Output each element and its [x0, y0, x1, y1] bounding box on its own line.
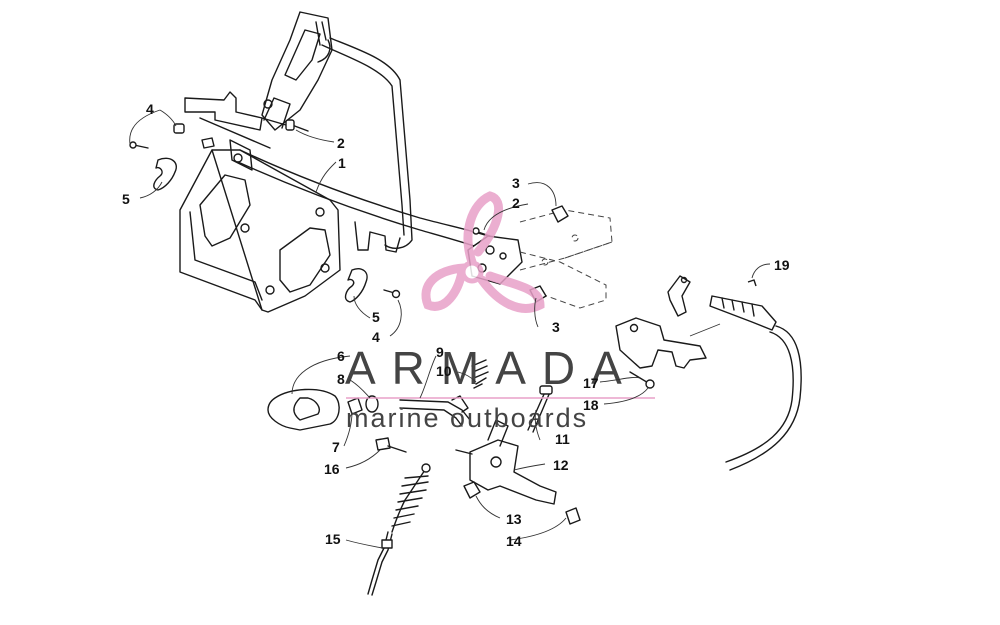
brand-wordmark: ARMADA: [345, 342, 638, 394]
callout-9: 9: [436, 344, 444, 360]
armada-logo: [421, 191, 545, 313]
hardware-lower: [344, 268, 401, 303]
callout-8: 8: [337, 371, 345, 387]
callout-4-upper: 4: [146, 101, 154, 117]
callout-14: 14: [506, 533, 522, 549]
callout-7: 7: [332, 439, 340, 455]
callout-16: 16: [324, 461, 340, 477]
callout-11: 11: [555, 431, 570, 447]
leader-lines: [129, 109, 771, 549]
callout-18: 18: [583, 397, 599, 413]
shift-bracket-assembly: [615, 275, 802, 471]
brand-tagline: marine outboards: [346, 403, 588, 433]
callout-15: 15: [325, 531, 341, 547]
callout-6: 6: [337, 348, 345, 364]
callout-1: 1: [338, 155, 346, 171]
callout-5-upper: 5: [122, 191, 130, 207]
callout-5-lower: 5: [372, 309, 380, 325]
callout-4-lower: 4: [372, 329, 380, 345]
callout-17: 17: [583, 375, 599, 391]
callout-13: 13: [506, 511, 522, 527]
chassis-reference-outline: [519, 209, 613, 309]
callout-2-left: 2: [337, 135, 345, 151]
callout-12: 12: [553, 457, 569, 473]
callout-3-lower: 3: [552, 319, 560, 335]
callout-2-right: 2: [512, 195, 520, 211]
callout-labels: 1 2 2 3 3 4 4 5 5 6 7 8 9 10 11 12 13 14…: [122, 101, 790, 549]
callout-19: 19: [774, 257, 790, 273]
propeller-mark: [421, 191, 545, 313]
callout-10: 10: [436, 363, 452, 379]
lever-assembly: [267, 359, 581, 596]
callout-3-upper: 3: [512, 175, 520, 191]
hardware-upper-left: [129, 119, 309, 191]
